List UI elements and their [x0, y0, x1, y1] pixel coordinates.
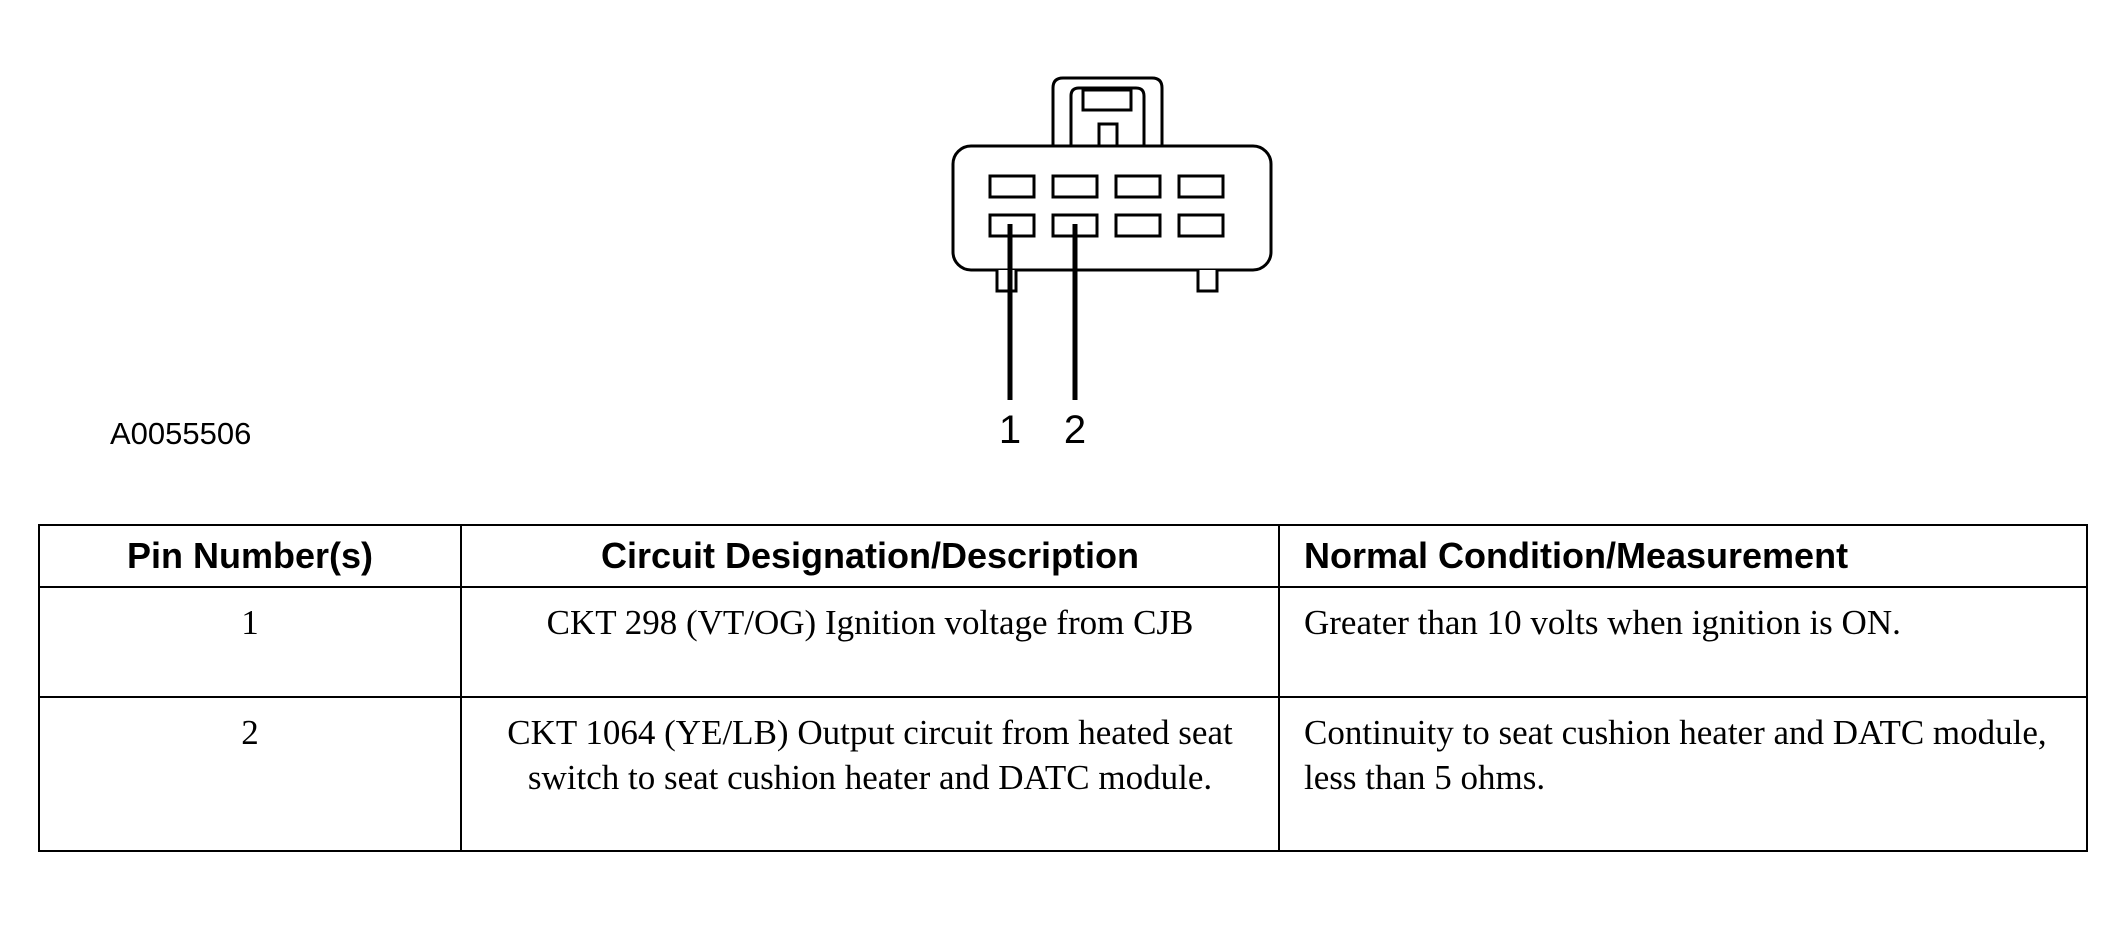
cell-condition: Continuity to seat cushion heater and DA…: [1278, 696, 2088, 852]
cell-pin: 2: [38, 696, 462, 852]
cell-pin: 1: [38, 586, 462, 698]
pin-label-1: 1: [998, 408, 1022, 452]
header-normal-condition: Normal Condition/Measurement: [1278, 524, 2088, 588]
header-circuit-description: Circuit Designation/Description: [460, 524, 1280, 588]
pin-cavity: [1177, 174, 1225, 199]
pin-cavity: [988, 174, 1036, 199]
pin-cavity: [1114, 213, 1162, 238]
connector-foot-right: [1196, 270, 1219, 293]
connector-lock-slot: [1097, 122, 1119, 148]
table-header-row: Pin Number(s) Circuit Designation/Descri…: [38, 524, 2088, 588]
connector-foot-left: [995, 270, 1018, 293]
table-row: 2 CKT 1064 (YE/LB) Output circuit from h…: [38, 696, 2088, 852]
pin-cavity: [1114, 174, 1162, 199]
pin-label-2: 2: [1063, 408, 1087, 452]
connector-lock-tab: [1051, 76, 1164, 146]
connector-lock-latch: [1081, 88, 1133, 112]
cell-circuit: CKT 1064 (YE/LB) Output circuit from hea…: [460, 696, 1280, 852]
connector-lock-tab-inner: [1069, 86, 1146, 146]
cell-circuit: CKT 298 (VT/OG) Ignition voltage from CJ…: [460, 586, 1280, 698]
connector-body: [951, 144, 1273, 272]
figure-id: A0055506: [110, 416, 252, 451]
cell-condition: Greater than 10 volts when ignition is O…: [1278, 586, 2088, 698]
connector-diagram: [951, 76, 1273, 400]
header-pin-numbers: Pin Number(s): [38, 524, 462, 588]
pin-table: Pin Number(s) Circuit Designation/Descri…: [38, 524, 2088, 852]
table-row: 1 CKT 298 (VT/OG) Ignition voltage from …: [38, 586, 2088, 698]
pin-cavity: [1177, 213, 1225, 238]
pin-cavity: [1051, 174, 1099, 199]
